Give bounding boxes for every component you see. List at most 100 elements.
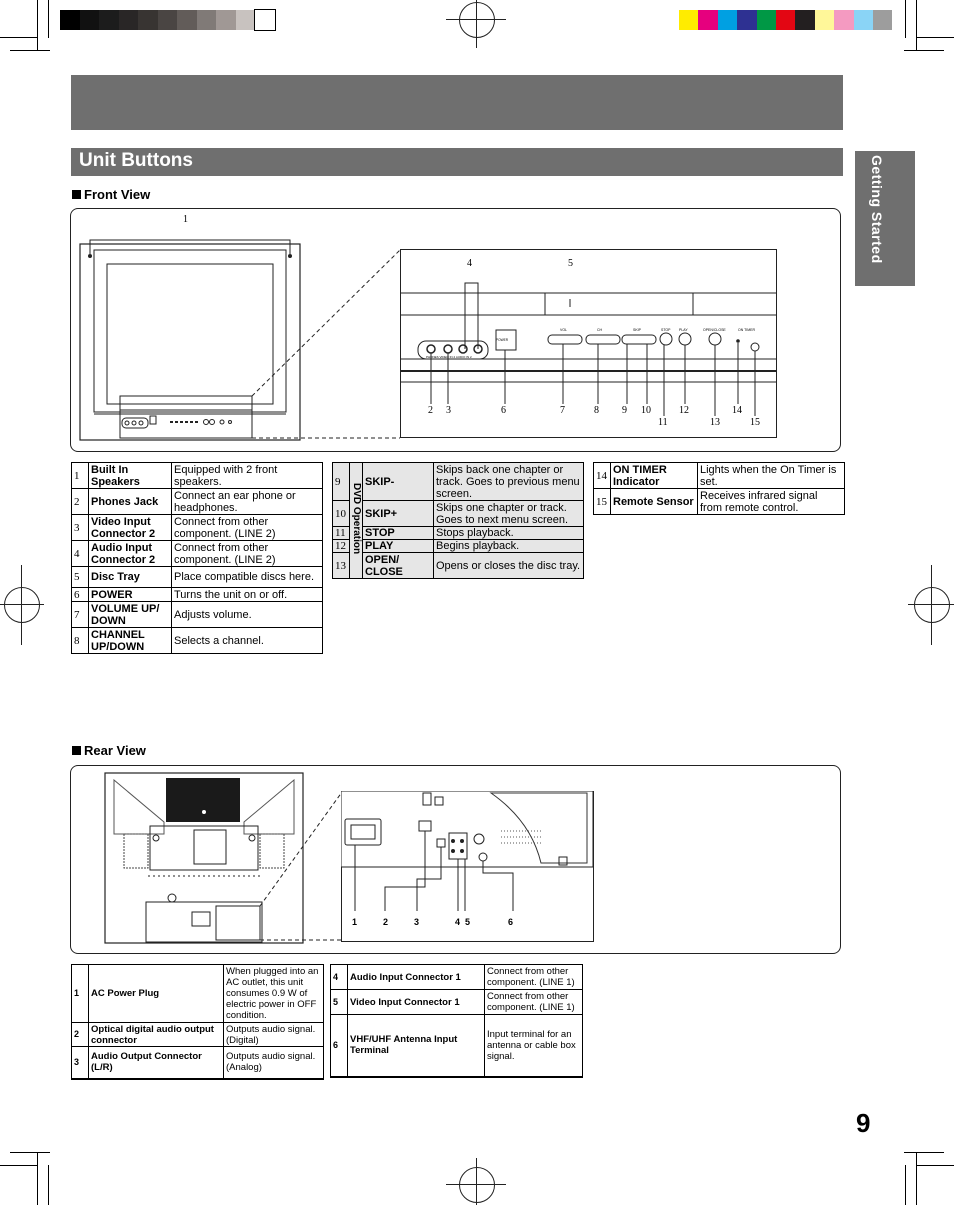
gray-swatch <box>216 10 236 30</box>
bullet-square-icon <box>72 190 81 199</box>
color-swatch <box>873 10 893 30</box>
gray-swatch <box>79 10 99 30</box>
callout-9: 9 <box>622 405 627 416</box>
callout-3: 3 <box>446 405 451 416</box>
gray-swatch <box>196 10 216 30</box>
open-close-label: OPEN/CLOSE <box>703 328 726 332</box>
color-swatch <box>737 10 757 30</box>
color-swatch <box>814 10 835 30</box>
jacks-label: PHONES VIDEO IN 2 AUDIO IN 2 <box>426 355 472 359</box>
gray-swatch <box>157 10 177 30</box>
volume-buttons <box>547 334 583 345</box>
callout-11: 11 <box>658 417 668 428</box>
callout-10: 10 <box>641 405 651 416</box>
side-tab: Getting Started <box>855 151 915 286</box>
on-timer-indicator <box>736 339 740 343</box>
stop-label: STOP <box>661 328 671 332</box>
page-title: Unit Buttons <box>79 150 193 171</box>
power-label: POWER <box>496 338 509 342</box>
color-swatch <box>717 10 738 30</box>
callout-12: 12 <box>679 405 689 416</box>
page-number: 9 <box>856 1108 871 1138</box>
gray-swatch <box>235 10 255 30</box>
rear-callout-3: 3 <box>414 917 420 927</box>
callout-4: 4 <box>467 258 472 269</box>
side-tab-label: Getting Started <box>869 155 885 264</box>
vol-label: VOL <box>560 328 567 332</box>
gray-swatch <box>60 10 80 30</box>
callout-15: 15 <box>750 417 760 428</box>
ac-power-plug <box>344 818 382 846</box>
gray-swatch <box>254 9 276 31</box>
color-swatch <box>679 10 699 30</box>
front-tv-illustration <box>79 239 401 441</box>
rear-callout-1: 1 <box>352 917 358 927</box>
rear-callout-4: 4 <box>455 917 461 927</box>
gray-swatch <box>138 10 158 30</box>
front-buttons-table-2: 9 DVD Operation SKIP- Skips back one cha… <box>332 462 584 579</box>
color-swatch <box>698 10 718 30</box>
skip-buttons <box>621 334 657 345</box>
rear-panel-closeup <box>341 791 594 942</box>
tv-control-strip <box>119 395 253 439</box>
callout-14: 14 <box>732 405 742 416</box>
skip-label: SKIP <box>633 328 642 332</box>
rear-callout-2: 2 <box>383 917 389 927</box>
audio-l-jack <box>458 344 468 354</box>
ch-label: CH <box>597 328 603 332</box>
callout-6: 6 <box>501 405 506 416</box>
tv-screen <box>106 263 274 405</box>
power-button <box>495 329 517 351</box>
callout-2: 2 <box>428 405 433 416</box>
color-swatch <box>853 10 873 30</box>
callout-1: 1 <box>183 214 188 225</box>
gray-swatch <box>99 10 119 30</box>
color-swatch <box>756 10 776 30</box>
color-swatch <box>795 10 815 30</box>
color-swatch <box>834 10 854 30</box>
color-swatch <box>776 10 796 30</box>
rear-tv-illustration <box>104 772 343 944</box>
rear-callout-6: 6 <box>508 917 514 927</box>
callout-13: 13 <box>710 417 720 428</box>
rear-vent <box>166 778 240 822</box>
header-band <box>71 75 843 130</box>
table-row: 9 DVD Operation SKIP- Skips back one cha… <box>332 462 584 579</box>
channel-buttons <box>585 334 621 345</box>
jack-panel <box>417 340 489 360</box>
gray-swatch <box>118 10 138 30</box>
callout-5: 5 <box>568 258 573 269</box>
bullet-square-icon <box>72 746 81 755</box>
gray-swatch <box>177 10 197 30</box>
antenna-terminal <box>473 833 485 845</box>
on-timer-label: ON TIMER <box>738 328 756 332</box>
play-label: PLAY <box>679 328 688 332</box>
rear-callout-5: 5 <box>465 917 471 927</box>
dvd-operation-label: DVD Operation <box>349 462 363 579</box>
rear-view-heading: Rear View <box>72 743 146 758</box>
stop-button <box>659 332 673 346</box>
